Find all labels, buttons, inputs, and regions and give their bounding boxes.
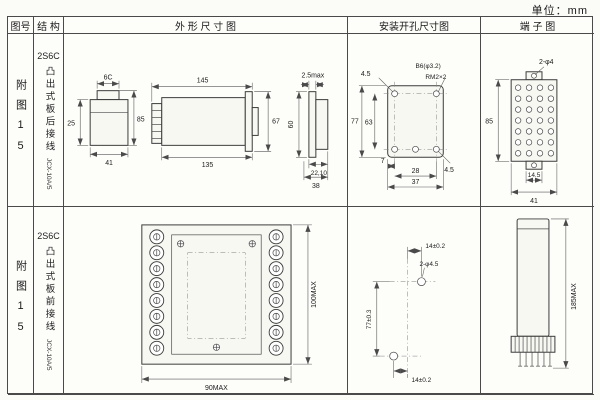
dim-185max: 185MAX [571,283,578,310]
terminal-pins [518,352,552,367]
side-view: 6C 25 85 41 [67,75,144,168]
row1-model-code: JCX-10A/5 [45,158,52,190]
dim-28: 28 [412,168,420,175]
dim-37: 37 [412,179,420,186]
socket-hatch [514,336,552,353]
dim-67: 67 [272,118,280,125]
hole-spec-label: B6(φ3.2) [415,63,440,70]
outline-rear-wiring-drawing: 6C 25 85 41 [67,73,329,190]
col-header-terminal: 端 子 图 [481,17,594,34]
dim-85-terminal: 85 [485,118,493,125]
row1-model: 2S6C [37,50,60,61]
col-header-mounting: 安装开孔尺寸图 [348,17,481,34]
terminal-front-drawing: 185MAX [510,218,578,369]
dim-25: 25 [67,120,75,127]
row1-structure-text: 凸出式板后接线 [43,65,55,154]
dim-85: 85 [137,116,145,123]
row2-fig-no: 附图15 [8,207,34,395]
dim-41-terminal: 41 [530,198,538,205]
dim-14-bottom: 14±0.2 [412,377,432,384]
row1-terminal-drawing: 2-φ4 85 14.5 41 [481,34,594,207]
dim-7: 7 [381,158,385,165]
row1-structure: 2S6C 凸出式板后接线 JCX-10A/5 [34,34,64,207]
dim-77-spacing: 77±0.3 [366,309,373,329]
col-header-structure: 结 构 [34,17,64,34]
dim-22-10: 22,10 [311,170,328,177]
row2-mounting-drawing: 14±0.2 2-φ4.5 77±0.3 14±0.2 [348,207,481,395]
row2-structure-text: 凸出式板前接线 [43,246,55,334]
dim-77: 77 [351,118,359,125]
unit-label: 单位：mm [531,5,588,17]
outline-front-wiring-drawing: 100MAX 90MAX [141,224,318,392]
terminal-rear-drawing: 2-φ4 85 14.5 41 [485,59,558,205]
dim-2-phi4-5: 2-φ4.5 [419,261,438,268]
row1-outline-drawing: 6C 25 85 41 [64,34,348,207]
dim-14-top: 14±0.2 [425,243,445,250]
dim-38: 38 [312,183,320,190]
row2-model: 2S6C [37,231,60,242]
row2-terminal-drawing: 185MAX [481,207,594,395]
dim-4-5-right: 4.5 [444,167,454,174]
dim-90max: 90MAX [205,385,228,392]
row2-structure: 2S6C 凸出式板前接线 JCX-10A/5 [34,207,64,395]
dim-14-5: 14.5 [528,172,541,179]
dim-41: 41 [105,160,113,167]
col-header-outline: 外 形 尺 寸 图 [64,17,348,34]
dimension-table: 图号 结 构 外 形 尺 寸 图 安装开孔尺寸图 端 子 图 附图15 2S6C… [7,16,594,395]
dim-135: 135 [202,162,214,169]
mounting-rear-drawing: 4.5 B6(φ3.2) RM2×2 77 63 7 28 37 4.5 [351,63,454,190]
front-view: 145 135 67 [151,78,280,169]
flange-view: 2.5max 60 22,10 38 [288,73,329,190]
mounting-front-drawing: 14±0.2 2-φ4.5 77±0.3 14±0.2 [366,243,446,384]
dim-2-phi4: 2-φ4 [539,59,554,66]
dim-6c: 6C [104,75,113,82]
row2-model-code: JCX-10A/5 [45,338,52,370]
dim-2-5max: 2.5max [301,73,324,80]
row1-fig-no: 附图15 [8,34,34,207]
dim-63: 63 [365,119,373,126]
row2-outline-drawing: 100MAX 90MAX [64,207,348,395]
dim-60: 60 [288,120,295,128]
dim-4-5-left: 4.5 [361,71,371,78]
dim-145: 145 [197,78,209,85]
col-header-fig-no: 图号 [8,17,34,34]
thread-spec-label: RM2×2 [425,74,446,81]
row1-mounting-drawing: 4.5 B6(φ3.2) RM2×2 77 63 7 28 37 4.5 [348,34,481,207]
dim-100max: 100MAX [311,281,318,308]
